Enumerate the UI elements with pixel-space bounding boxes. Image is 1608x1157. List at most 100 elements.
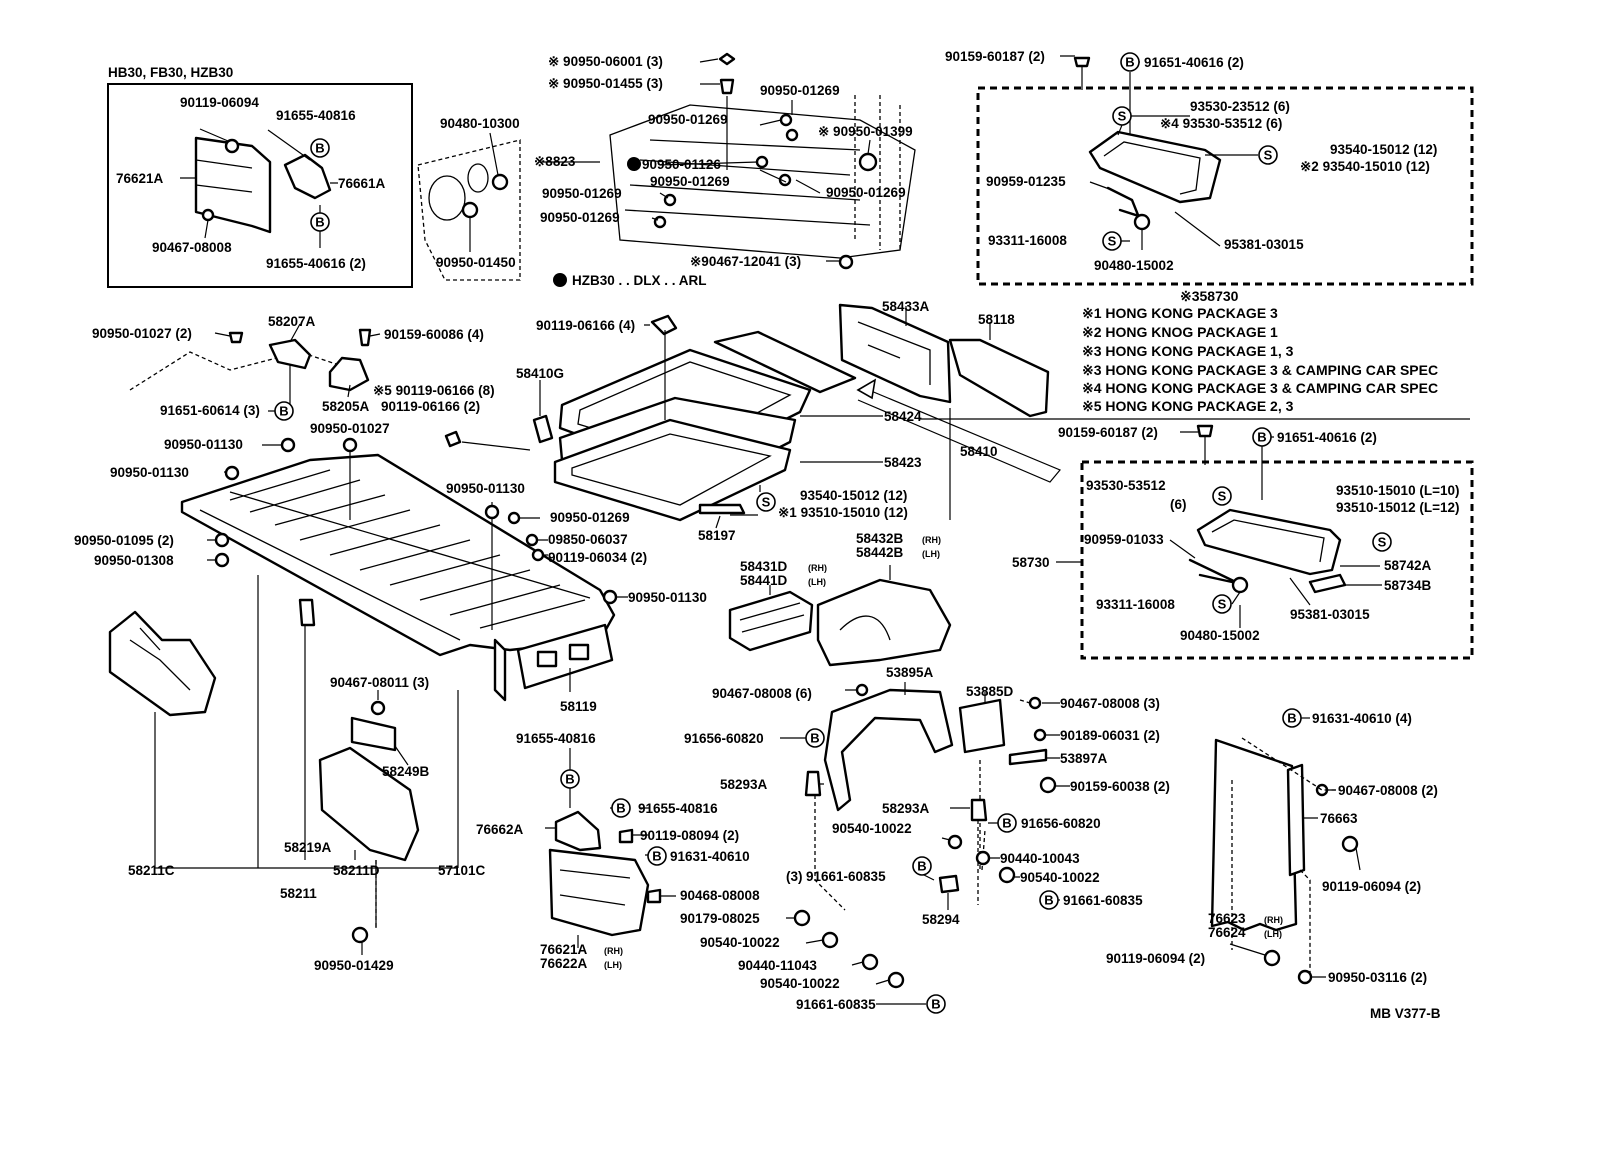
- svg-text:※2 93540-15010 (12): ※2 93540-15010 (12): [1300, 159, 1430, 174]
- bracket-rear: [493, 638, 507, 702]
- mudguard-76623: [1210, 738, 1298, 932]
- grommet-icon: [785, 128, 799, 142]
- panel-76621A-upper: [194, 136, 272, 234]
- svg-text:95381-03015: 95381-03015: [1224, 237, 1304, 252]
- svg-text:93510-15012 (L=12): 93510-15012 (L=12): [1336, 500, 1459, 515]
- svg-text:58219A: 58219A: [284, 840, 332, 855]
- symbol-s: [1258, 145, 1278, 165]
- bolt-icon: [370, 700, 386, 716]
- svg-text:(LH): (LH): [1264, 929, 1282, 939]
- svg-text:91631-40610: 91631-40610: [670, 849, 750, 864]
- svg-text:58249B: 58249B: [382, 764, 430, 779]
- svg-text:※5 90119-06166 (8): ※5 90119-06166 (8): [373, 383, 495, 398]
- clip-58410G: [532, 414, 554, 444]
- svg-text:58432B: 58432B: [856, 531, 904, 546]
- note-6: ※5 HONG KONG PACKAGE 2, 3: [1082, 398, 1294, 414]
- svg-text:S: S: [1118, 109, 1127, 124]
- svg-text:90480-10300: 90480-10300: [440, 116, 520, 131]
- grommet-icon: [1297, 969, 1313, 985]
- bracket-58431D: [728, 590, 814, 652]
- svg-text:B: B: [810, 731, 819, 746]
- grommet-icon: [214, 532, 230, 548]
- svg-text:58431D: 58431D: [740, 559, 788, 574]
- variant-box: HB30, FB30, HZB30 B B 90119-06094 91655-…: [107, 65, 413, 288]
- svg-text:90950-01429: 90950-01429: [314, 958, 394, 973]
- svg-text:(LH): (LH): [808, 577, 826, 587]
- svg-text:90540-10022: 90540-10022: [760, 976, 840, 991]
- plate-58249B: [350, 716, 397, 752]
- symbol-b: [1120, 52, 1140, 72]
- svg-text:58118: 58118: [978, 312, 1015, 327]
- svg-text:90189-06031 (2): 90189-06031 (2): [1060, 728, 1160, 743]
- svg-text:B: B: [315, 215, 324, 230]
- bracket-58205A: [328, 356, 370, 392]
- svg-text:90950-01130: 90950-01130: [628, 590, 707, 605]
- svg-text:53895A: 53895A: [886, 665, 934, 680]
- svg-text:90179-08025: 90179-08025: [680, 911, 760, 926]
- svg-text:93311-16008: 93311-16008: [1096, 597, 1175, 612]
- bushing-icon: [861, 953, 879, 971]
- svg-text:90159-60187 (2): 90159-60187 (2): [945, 49, 1045, 64]
- bushing-icon: [998, 866, 1016, 884]
- svg-text:58730: 58730: [1012, 555, 1050, 570]
- svg-text:90950-01269: 90950-01269: [542, 186, 622, 201]
- svg-text:90950-01269: 90950-01269: [650, 174, 730, 189]
- svg-text:90950-01027: 90950-01027: [310, 421, 390, 436]
- screw-icon: [646, 888, 662, 904]
- bracket-58207A: [268, 338, 312, 370]
- grommet-icon: [755, 155, 769, 169]
- svg-text:B: B: [1287, 711, 1296, 726]
- symbol-b: [611, 798, 631, 818]
- symbol-s: [1102, 231, 1122, 251]
- wire-90959: [1188, 558, 1244, 587]
- svg-text:(RH): (RH): [922, 535, 941, 545]
- svg-text:91655-40816: 91655-40816: [516, 731, 596, 746]
- svg-text:58442B: 58442B: [856, 545, 904, 560]
- svg-text:93530-23512 (6): 93530-23512 (6): [1190, 99, 1290, 114]
- note-4: ※3 HONG KONG PACKAGE 3 & CAMPING CAR SPE…: [1082, 362, 1438, 378]
- svg-text:58293A: 58293A: [882, 801, 930, 816]
- svg-text:76621A: 76621A: [540, 942, 588, 957]
- variant-box-title: HB30, FB30, HZB30: [108, 65, 233, 80]
- svg-text:76661A: 76661A: [338, 176, 386, 191]
- bolt-icon: [358, 328, 372, 347]
- hatch-cover: [713, 330, 857, 394]
- screw-icon: [1033, 728, 1047, 742]
- svg-text:91661-60835: 91661-60835: [806, 869, 886, 884]
- screw-icon: [618, 828, 634, 844]
- bolt-icon: [1341, 835, 1359, 853]
- svg-text:58424: 58424: [884, 409, 922, 424]
- bushing-icon: [793, 909, 811, 927]
- svg-text:58293A: 58293A: [720, 777, 768, 792]
- svg-text:91651-40616 (2): 91651-40616 (2): [1277, 430, 1377, 445]
- svg-text:91656-60820: 91656-60820: [684, 731, 764, 746]
- note-2: ※2 HONG KNOG PACKAGE 1: [1082, 324, 1278, 340]
- grommet-icon: [280, 437, 296, 453]
- svg-text:B: B: [565, 772, 574, 787]
- mudguard-left: B 91655-40816 B 91655-40816 76662A 90119…: [476, 731, 760, 971]
- svg-text:90440-11043: 90440-11043: [738, 958, 817, 973]
- svg-text:(RH): (RH): [604, 946, 623, 956]
- bolt-icon: [1073, 56, 1091, 68]
- svg-text:90480-15002: 90480-15002: [1180, 628, 1260, 643]
- svg-text:90540-10022: 90540-10022: [832, 821, 912, 836]
- bushing-icon: [821, 931, 839, 949]
- bracket-76663: [1286, 763, 1306, 877]
- svg-text:S: S: [1264, 148, 1273, 163]
- side-brackets: 58431D (RH) 58441D (LH) 58432B (RH) 5844…: [728, 531, 952, 667]
- mudguard-76621A: [548, 848, 650, 937]
- grommet-icon: [228, 331, 244, 344]
- screw-icon: [1028, 696, 1042, 710]
- svg-text:09850-06037: 09850-06037: [548, 532, 628, 547]
- svg-text:90950-01269: 90950-01269: [826, 185, 906, 200]
- svg-text:76624: 76624: [1208, 925, 1246, 940]
- bracket-58294: [938, 874, 960, 894]
- symbol-b: [997, 813, 1017, 833]
- bracket-76662A: [554, 810, 602, 852]
- svg-text:90467-08011 (3): 90467-08011 (3): [330, 675, 429, 690]
- svg-text:58207A: 58207A: [268, 314, 316, 329]
- front-floor-area: 90480-10300 90950-01450 ※8823 ※ 90950-06…: [417, 52, 916, 288]
- svg-text:90159-60038 (2): 90159-60038 (2): [1070, 779, 1170, 794]
- svg-text:※90467-12041 (3): ※90467-12041 (3): [690, 254, 801, 269]
- svg-text:57101C: 57101C: [438, 863, 486, 878]
